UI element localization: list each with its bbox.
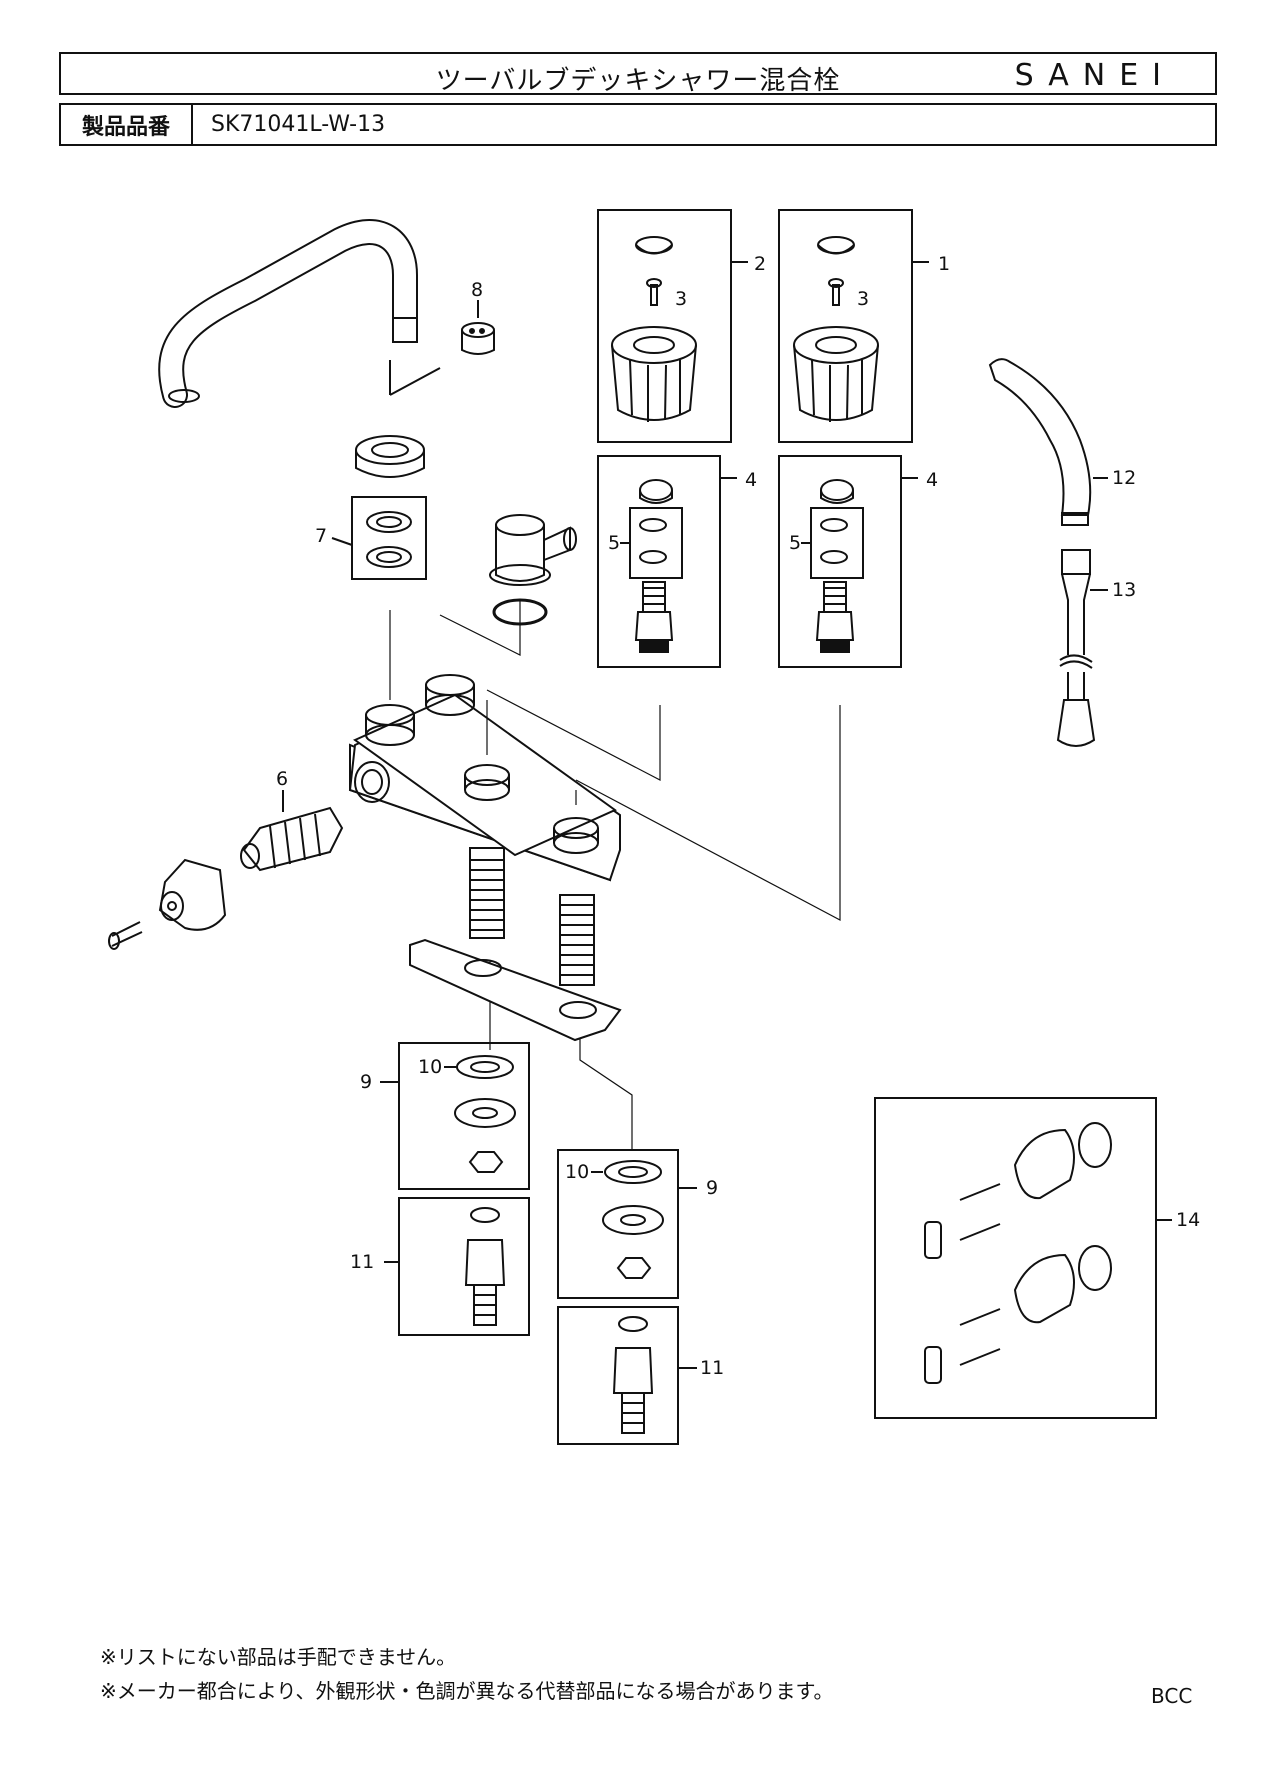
part-number-label: 製品品番 [61,105,193,144]
callout-3b: 3 [857,288,869,310]
part-6-diverter-cartridge [240,790,344,872]
callout-1: 1 [938,253,950,275]
part-11-box-left [384,1197,530,1336]
callout-5b: 5 [789,532,801,554]
callout-6: 6 [276,768,288,790]
callout-4b: 4 [926,469,938,491]
callout-4a: 4 [745,469,757,491]
part-number-bar: 製品品番 SK71041L-W-13 [59,103,1217,146]
part-12-shower-head [988,358,1108,526]
callout-13: 13 [1112,579,1136,601]
callout-2: 2 [754,253,766,275]
note-line-1: ※リストにない部品は手配できません。 [100,1645,457,1669]
faucet-body [348,674,621,986]
shower-elbow-part [489,514,577,626]
header-title-bar: ツーバルブデッキシャワー混合栓 SANEI [59,52,1217,96]
callout-10b: 10 [565,1161,589,1183]
callout-3a: 3 [675,288,687,310]
diverter-handle [108,858,227,950]
brand-logo: SANEI [1014,58,1175,93]
callout-11b: 11 [700,1357,724,1379]
part-14-hook-box [874,1097,1172,1419]
product-title: ツーバルブデッキシャワー混合栓 [435,66,841,96]
callout-9b: 9 [706,1177,718,1199]
part-9-box-right [557,1149,697,1299]
leader-lines [389,600,841,1150]
part-4-valve-box-right [778,455,918,668]
footnotes: ※リストにない部品は手配できません。 ※メーカー都合により、外観形状・色調が異な… [100,1640,834,1708]
mounting-plate [409,938,622,1042]
spout-nut [355,435,425,478]
part-13-shower-hose [1056,549,1108,747]
callout-labels: 1 2 3 3 4 4 5 5 6 7 8 9 9 10 10 11 11 12… [276,253,1200,1379]
part-number-value: SK71041L-W-13 [211,112,386,137]
part-4-valve-box-left [597,455,737,668]
document-code: BCC [1151,1684,1193,1708]
part-11-box-right [557,1306,697,1445]
part-2-handle-box [597,209,748,443]
callout-12: 12 [1112,467,1136,489]
callout-14: 14 [1176,1209,1200,1231]
callout-7: 7 [315,525,327,547]
part-1-handle-box [778,209,929,443]
callout-11a: 11 [350,1251,374,1273]
part-9-box-left [380,1042,530,1190]
part-7-packing-box [331,496,427,580]
spout-part [158,219,441,408]
callout-9a: 9 [360,1071,372,1093]
callout-8: 8 [471,279,483,301]
callout-5a: 5 [608,532,620,554]
callout-10a: 10 [418,1056,442,1078]
note-line-2: ※メーカー都合により、外観形状・色調が異なる代替部品になる場合があります。 [100,1679,834,1703]
aerator-part-8 [461,300,495,355]
